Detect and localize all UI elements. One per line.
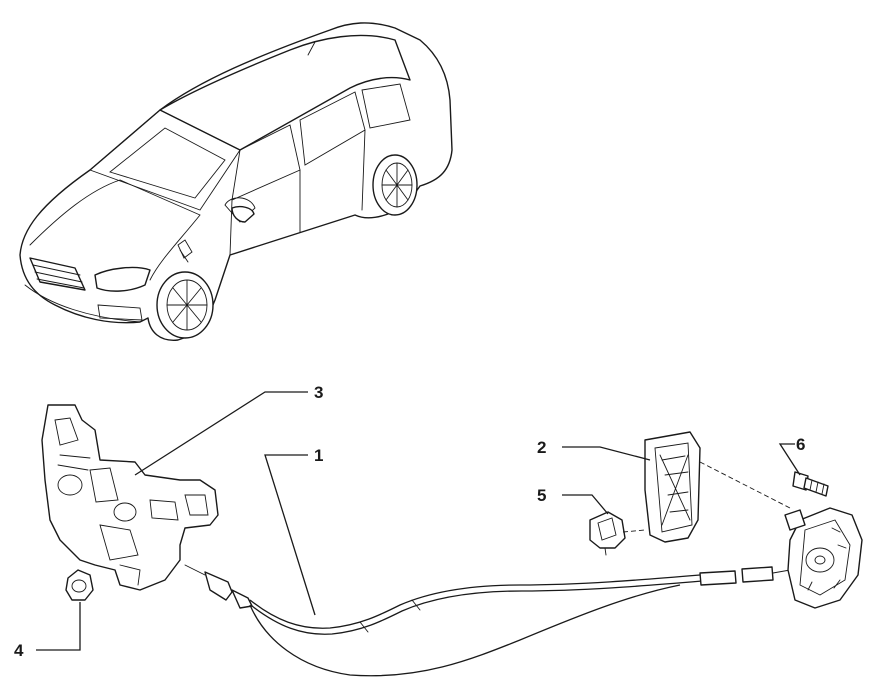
part-2-handle-cover	[644, 431, 701, 543]
car-illustration	[19, 22, 453, 341]
part-6-screw	[792, 471, 829, 497]
alignment-line	[699, 461, 791, 509]
callout-4: 4	[14, 641, 24, 660]
callout-leaders	[36, 391, 801, 651]
part-4-nut	[65, 569, 94, 601]
alignment-line	[622, 529, 646, 533]
callout-1: 1	[314, 446, 323, 465]
callout-3: 3	[314, 383, 323, 402]
part-1-release-cable	[184, 564, 791, 677]
callout-5: 5	[537, 486, 546, 505]
part-5-clip	[589, 511, 626, 556]
part-3-latch-bracket	[41, 404, 219, 591]
callout-2: 2	[537, 438, 546, 457]
handle-mechanism	[784, 507, 863, 609]
callout-6: 6	[796, 435, 805, 454]
